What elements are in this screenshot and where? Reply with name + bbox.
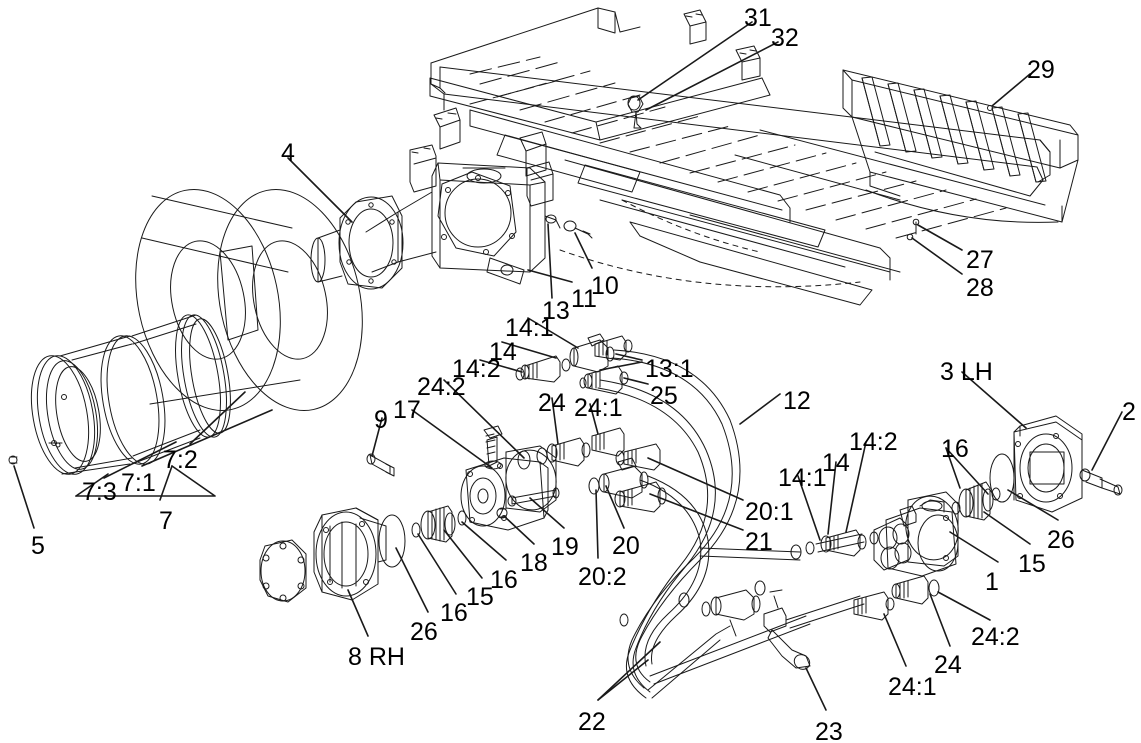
callout-c8rh: 8 RH <box>348 643 405 671</box>
callout-c13_1: 13:1 <box>645 355 694 383</box>
callout-c7_3: 7:3 <box>82 478 117 506</box>
callout-c26b: 26 <box>1047 526 1075 554</box>
hydraulic-hoses <box>597 349 865 699</box>
callout-c14: 14 <box>489 338 517 366</box>
rear-grate <box>842 69 1079 241</box>
callout-c24_2b: 24:2 <box>971 623 1020 651</box>
callout-c20: 20 <box>612 532 640 560</box>
chassis-frame <box>429 7 1051 306</box>
axle-housing <box>310 144 593 290</box>
callout-c20_1: 20:1 <box>745 498 794 526</box>
callout-c14_1b: 14:1 <box>778 464 827 492</box>
callout-c12: 12 <box>783 387 811 415</box>
hose-fittings-right <box>619 529 940 670</box>
callout-c20_2: 20:2 <box>578 563 627 591</box>
callout-c29: 29 <box>1027 56 1055 84</box>
callout-c7_2: 7:2 <box>163 446 198 474</box>
callout-c32: 32 <box>771 24 799 52</box>
callout-c2: 2 <box>1122 398 1136 426</box>
callout-c10: 10 <box>591 272 619 300</box>
fasteners <box>8 453 395 477</box>
callout-c27: 27 <box>966 246 994 274</box>
callout-c7_1: 7:1 <box>121 469 156 497</box>
hose-fittings-lower-left <box>588 443 667 513</box>
callout-c22: 22 <box>578 708 606 736</box>
callout-c21: 21 <box>745 528 773 556</box>
lh-hydraulic-motor <box>873 491 959 577</box>
callout-c11: 11 <box>571 285 597 313</box>
callout-c14_2b: 14:2 <box>849 428 898 456</box>
callout-c26a: 26 <box>410 618 438 646</box>
callout-c16b: 16 <box>490 566 518 594</box>
callout-c14_1: 14:1 <box>505 314 554 342</box>
tire-assembly <box>135 188 363 412</box>
callout-c14b: 14 <box>822 449 850 477</box>
callout-c16r: 16 <box>941 435 969 463</box>
callout-c7: 7 <box>159 507 173 535</box>
callout-c24_2a: 24:2 <box>417 373 466 401</box>
callout-c17: 17 <box>393 396 421 424</box>
callout-c25: 25 <box>650 382 678 410</box>
callout-c16a: 16 <box>440 599 468 627</box>
callout-c3lh: 3 LH <box>940 358 993 386</box>
callout-c15a: 15 <box>466 583 494 611</box>
callout-c4: 4 <box>281 139 295 167</box>
leader-lines <box>13 21 1123 711</box>
callout-c24_1: 24:1 <box>574 394 623 422</box>
callout-c23: 23 <box>815 718 843 743</box>
callout-c13: 13 <box>542 297 570 325</box>
callout-c28: 28 <box>966 274 994 302</box>
callout-c14_2: 14:2 <box>452 355 501 383</box>
rh-motor-housing <box>259 505 467 603</box>
callout-c1: 1 <box>985 568 999 596</box>
callout-c9: 9 <box>374 406 388 434</box>
lh-motor-housing <box>951 415 1123 521</box>
rh-hydraulic-motor <box>460 425 560 531</box>
callout-c24_1b: 24:1 <box>888 673 937 701</box>
callout-c19: 19 <box>551 533 579 561</box>
callout-c24b: 24 <box>934 651 962 679</box>
callout-c15b: 15 <box>1018 550 1046 578</box>
callout-c5: 5 <box>31 532 45 560</box>
callout-c24: 24 <box>538 389 566 417</box>
callout-c18: 18 <box>520 549 548 577</box>
callout-c31: 31 <box>744 4 772 32</box>
